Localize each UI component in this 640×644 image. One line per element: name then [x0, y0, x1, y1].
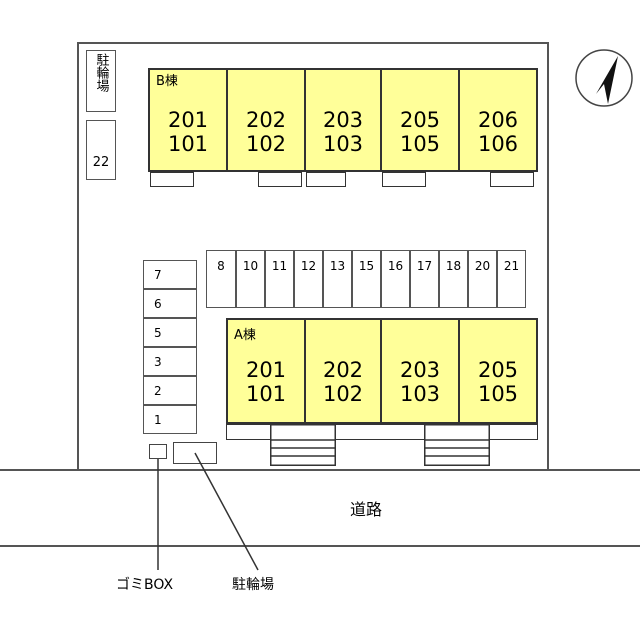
parking-space: 3 [143, 347, 197, 376]
parking-space: 10 [236, 250, 265, 308]
road-edge-top [0, 469, 640, 471]
parking-space: 17 [410, 250, 439, 308]
stairs-right [424, 424, 490, 466]
parking-number: 21 [503, 259, 520, 273]
building-a-unit-2: 202 102 [304, 318, 382, 424]
building-b-unit-3: 203 103 [304, 68, 382, 172]
building-b-unit-2: 202 102 [226, 68, 306, 172]
parking-number: 10 [242, 259, 259, 273]
north-arrow-icon [574, 48, 634, 108]
road-label: 道路 [350, 500, 383, 519]
unit-lower: 101 [167, 132, 209, 156]
parking-number: 16 [387, 259, 404, 273]
parking-space: 15 [352, 250, 381, 308]
parking-number: 5 [154, 326, 162, 340]
bike-parking-bottom [173, 442, 217, 464]
bike-parking-label: 駐輪場 [232, 577, 274, 593]
road-edge-bottom [0, 545, 640, 547]
parking-number: 15 [358, 259, 375, 273]
parking-number: 18 [445, 259, 462, 273]
stairs-left [270, 424, 336, 466]
parking-space: 8 [206, 250, 236, 308]
garbage-box [149, 444, 167, 459]
bike-parking-top-number: 22 [92, 155, 110, 170]
building-b-step [382, 172, 426, 187]
unit-lower: 106 [477, 132, 519, 156]
building-a-unit-4: 205 105 [458, 318, 538, 424]
building-b-step [258, 172, 302, 187]
building-b-step [150, 172, 194, 187]
unit-lower: 103 [322, 132, 364, 156]
bike-parking-top-label-text: 駐輪場 [93, 53, 109, 92]
parking-number: 6 [154, 297, 162, 311]
unit-upper: 203 [399, 358, 441, 382]
building-b-unit-1: B棟 201 101 [148, 68, 228, 172]
unit-upper: 201 [167, 108, 209, 132]
parking-number: 7 [154, 268, 162, 282]
parking-space: 18 [439, 250, 468, 308]
parking-space: 5 [143, 318, 197, 347]
building-b-step [490, 172, 534, 187]
building-b-step [306, 172, 346, 187]
building-a-unit-3: 203 103 [380, 318, 460, 424]
parking-number: 11 [271, 259, 288, 273]
parking-space: 2 [143, 376, 197, 405]
unit-upper: 201 [245, 358, 287, 382]
parking-number: 3 [154, 355, 162, 369]
parking-space: 20 [468, 250, 497, 308]
building-b-label: B棟 [156, 74, 178, 89]
building-b-unit-4: 205 105 [380, 68, 460, 172]
parking-space: 13 [323, 250, 352, 308]
unit-upper: 205 [477, 358, 519, 382]
parking-number: 13 [329, 259, 346, 273]
unit-upper: 203 [322, 108, 364, 132]
garbage-box-label: ゴミBOX [116, 577, 174, 593]
lot-boundary [77, 42, 549, 470]
building-b-unit-5: 206 106 [458, 68, 538, 172]
parking-number: 2 [154, 384, 162, 398]
parking-space: 7 [143, 260, 197, 289]
unit-lower: 102 [245, 132, 287, 156]
bike-parking-top-label: 駐輪場 [86, 50, 116, 112]
unit-lower: 102 [322, 382, 364, 406]
parking-space: 16 [381, 250, 410, 308]
building-a-label: A棟 [234, 328, 256, 343]
parking-space: 12 [294, 250, 323, 308]
unit-upper: 202 [322, 358, 364, 382]
unit-upper: 205 [399, 108, 441, 132]
bike-parking-top-number-box: 22 [86, 120, 116, 180]
parking-number: 1 [154, 413, 162, 427]
parking-number: 12 [300, 259, 317, 273]
parking-space: 11 [265, 250, 294, 308]
unit-lower: 105 [399, 132, 441, 156]
unit-lower: 103 [399, 382, 441, 406]
building-a-unit-1: A棟 201 101 [226, 318, 306, 424]
unit-upper: 202 [245, 108, 287, 132]
unit-upper: 206 [477, 108, 519, 132]
parking-space: 21 [497, 250, 526, 308]
unit-lower: 101 [245, 382, 287, 406]
parking-number: 20 [474, 259, 491, 273]
parking-number: 8 [217, 259, 225, 273]
parking-space: 1 [143, 405, 197, 434]
parking-space: 6 [143, 289, 197, 318]
parking-number: 17 [416, 259, 433, 273]
unit-lower: 105 [477, 382, 519, 406]
